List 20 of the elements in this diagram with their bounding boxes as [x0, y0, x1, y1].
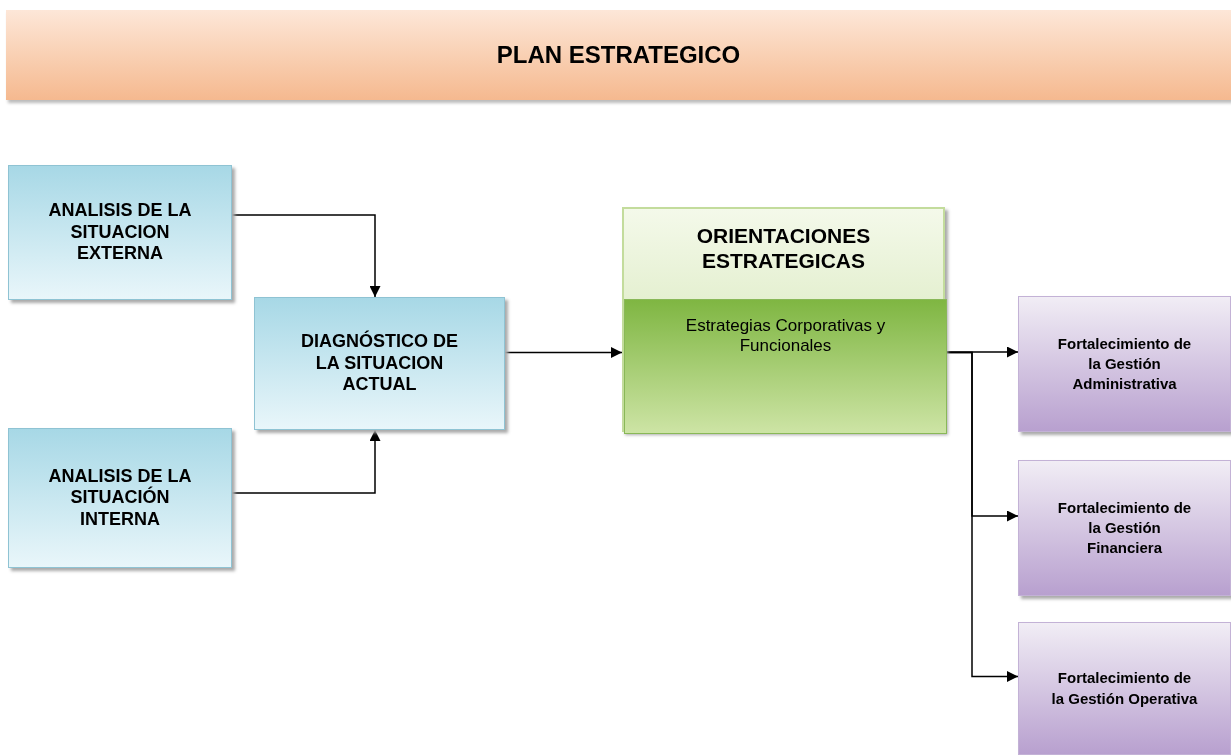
box-text: ANALISIS DE LA SITUACION EXTERNA — [47, 200, 193, 265]
outcome-box — [1018, 460, 1231, 596]
strategy-panel — [622, 207, 945, 432]
arrow — [504, 347, 623, 358]
title-banner: PLAN ESTRATEGICO — [6, 10, 1231, 100]
box-text: DIAGNÓSTICO DE LA SITUACION ACTUAL — [300, 331, 459, 396]
box-text: Fortalecimiento de la Gestión Administrativa — [1056, 333, 1193, 395]
process-box — [254, 297, 505, 430]
arrow — [231, 429, 381, 494]
box-text: Fortalecimiento de la Gestión Operativa — [1050, 668, 1199, 709]
process-box — [8, 165, 232, 300]
box-text: Fortalecimiento de la Gestión Financiera — [1056, 497, 1193, 559]
outcome-box — [1018, 296, 1231, 432]
panel-heading: ORIENTACIONES ESTRATEGICAS — [695, 223, 872, 274]
process-box — [8, 428, 232, 568]
box-text: ANALISIS DE LA SITUACIÓN INTERNA — [47, 465, 193, 531]
strategy-box — [624, 299, 947, 434]
box-text: Estrategias Corporativas y Funcionales — [684, 316, 887, 357]
arrow — [231, 214, 381, 298]
outcome-box — [1018, 622, 1231, 755]
